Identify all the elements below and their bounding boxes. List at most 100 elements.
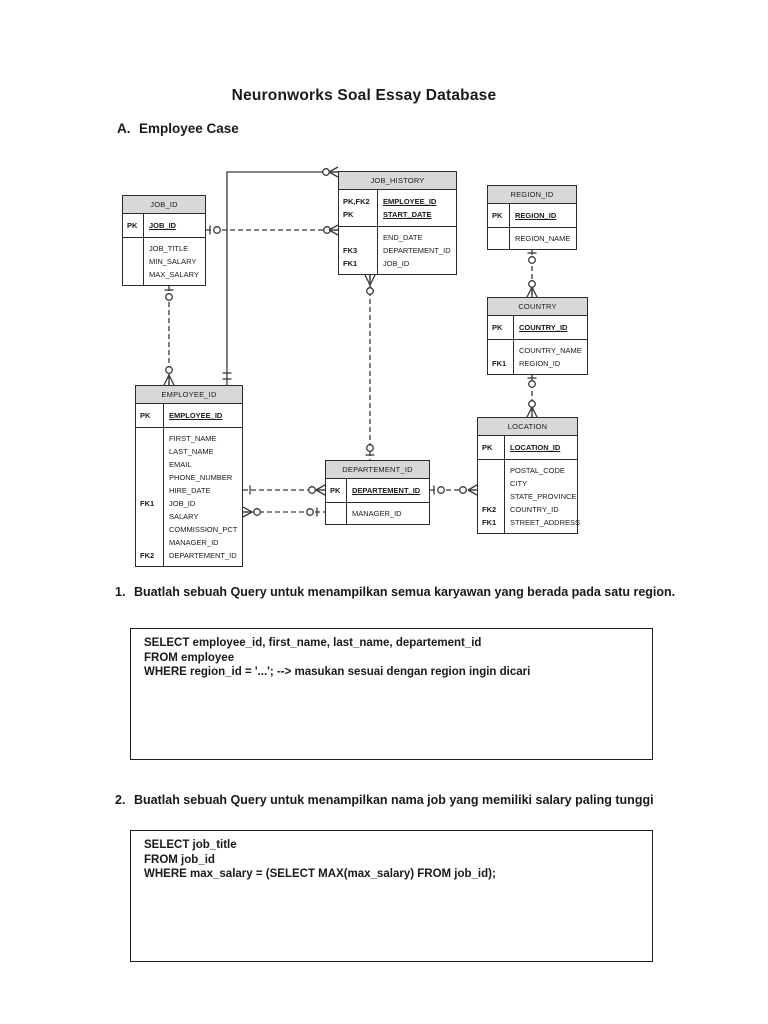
attribute-name: JOB_ID: [383, 259, 410, 268]
sql-code-line: SELECT employee_id, first_name, last_nam…: [144, 637, 482, 649]
entity-row: MIN_SALARY: [123, 255, 205, 268]
attribute-name: JOB_TITLE: [149, 244, 189, 253]
key-label: FK2: [482, 505, 497, 514]
entity-row: MANAGER_ID: [326, 507, 429, 520]
attribute-name: FIRST_NAME: [169, 434, 217, 443]
attributes-section: POSTAL_CODE CITY STATE_PROVINCE FK2 COUNTRY_…: [478, 460, 581, 533]
sql-answer-box-1: SELECT employee_id, first_name, last_nam…: [130, 628, 653, 760]
attribute-name: HIRE_DATE: [169, 486, 211, 495]
attribute-name: COUNTRY_ID: [510, 505, 559, 514]
key-label: FK3: [343, 246, 358, 255]
entity-row: REGION_NAME: [488, 232, 576, 245]
attribute-name: POSTAL_CODE: [510, 466, 565, 475]
entity-row: PHONE_NUMBER: [136, 471, 242, 484]
question-2-text: Buatlah sebuah Query untuk menampilkan n…: [134, 793, 654, 807]
attribute-name: JOB_ID: [169, 499, 196, 508]
entity-row: COMMISSION_PCT: [136, 523, 242, 536]
key-label: PK: [343, 210, 354, 219]
key-column-divider: [377, 189, 379, 274]
sql-code-line: WHERE region_id = '...'; --> masukan ses…: [144, 666, 531, 678]
entity-row: FK1 STREET_ADDRESS: [478, 516, 581, 529]
attribute-name: MANAGER_ID: [352, 509, 402, 518]
attributes-section: FIRST_NAME LAST_NAME EMAIL PHONE_NUMBER HIRE…: [136, 428, 242, 566]
entity-row: SALARY: [136, 510, 242, 523]
key-label: PK: [482, 443, 493, 452]
entity-header: COUNTRY: [488, 298, 587, 316]
key-label: FK1: [492, 359, 507, 368]
entity-table-job_id: JOB_ID PK JOB_ID JOB_TITLE MIN_SALARY MAX_SAL…: [122, 195, 206, 286]
attribute-name: LAST_NAME: [169, 447, 214, 456]
attribute-name: MAX_SALARY: [149, 270, 199, 279]
key-label: FK1: [343, 259, 358, 268]
attribute-name: DEPARTEMENT_ID: [169, 551, 237, 560]
entity-header: JOB_HISTORY: [339, 172, 456, 190]
attributes-section: MANAGER_ID: [326, 503, 429, 524]
attributes-section: JOB_TITLE MIN_SALARY MAX_SALARY: [123, 238, 205, 285]
entity-row: MAX_SALARY: [123, 268, 205, 281]
entity-row: CITY: [478, 477, 577, 490]
entity-header: LOCATION: [478, 418, 577, 436]
section-heading: A. Employee Case: [117, 121, 239, 136]
entity-row: FK1 JOB_ID: [339, 257, 456, 270]
entity-row: STATE_PROVINCE: [478, 490, 577, 503]
attribute-name: PHONE_NUMBER: [169, 473, 233, 482]
attribute-name: END_DATE: [383, 233, 423, 242]
attributes-section: END_DATE FK3 DEPARTEMENT_ID FK1 JOB_ID: [339, 227, 456, 274]
question-2: 2. Buatlah sebuah Query untuk menampilka…: [115, 793, 654, 807]
attribute-name: MIN_SALARY: [149, 257, 197, 266]
attribute-name: STREET_ADDRESS: [510, 518, 581, 527]
sql-code-line: WHERE max_salary = (SELECT MAX(max_salar…: [144, 868, 496, 880]
entity-row: FK2 DEPARTEMENT_ID: [136, 549, 242, 562]
entity-row: JOB_TITLE: [123, 242, 205, 255]
attributes-section: REGION_NAME: [488, 228, 576, 249]
entity-header: JOB_ID: [123, 196, 205, 214]
entity-header: REGION_ID: [488, 186, 576, 204]
attribute-name: STATE_PROVINCE: [510, 492, 577, 501]
key-label: PK: [140, 411, 151, 420]
attribute-name: DEPARTEMENT_ID: [383, 246, 451, 255]
attribute-name: COUNTRY_ID: [519, 323, 568, 332]
entity-row: EMAIL: [136, 458, 242, 471]
page-title: Neuronworks Soal Essay Database: [231, 87, 497, 104]
entity-row: FIRST_NAME: [136, 432, 242, 445]
attribute-name: EMAIL: [169, 460, 192, 469]
entity-row: MANAGER_ID: [136, 536, 242, 549]
attribute-name: CITY: [510, 479, 528, 488]
question-1-number: 1.: [115, 585, 126, 599]
question-1: 1. Buatlah sebuah Query untuk menampilka…: [115, 585, 675, 599]
key-column-divider: [346, 478, 348, 524]
entity-row: FK3 DEPARTEMENT_ID: [339, 244, 456, 257]
entity-row: HIRE_DATE: [136, 484, 242, 497]
key-label: PK: [127, 221, 138, 230]
key-column-divider: [143, 213, 145, 285]
attribute-name: MANAGER_ID: [169, 538, 219, 547]
attribute-name: JOB_ID: [149, 221, 177, 230]
attribute-name: REGION_ID: [515, 211, 557, 220]
attribute-name: DEPARTEMENT_ID: [352, 486, 421, 495]
entity-row: POSTAL_CODE: [478, 464, 577, 477]
key-label: PK,FK2: [343, 197, 370, 206]
entity-header: DEPARTEMENT_ID: [326, 461, 429, 479]
key-label: FK1: [482, 518, 497, 527]
entity-row: FK2 COUNTRY_ID: [478, 503, 577, 516]
key-label: FK2: [140, 551, 155, 560]
attribute-name: REGION_NAME: [515, 234, 571, 243]
